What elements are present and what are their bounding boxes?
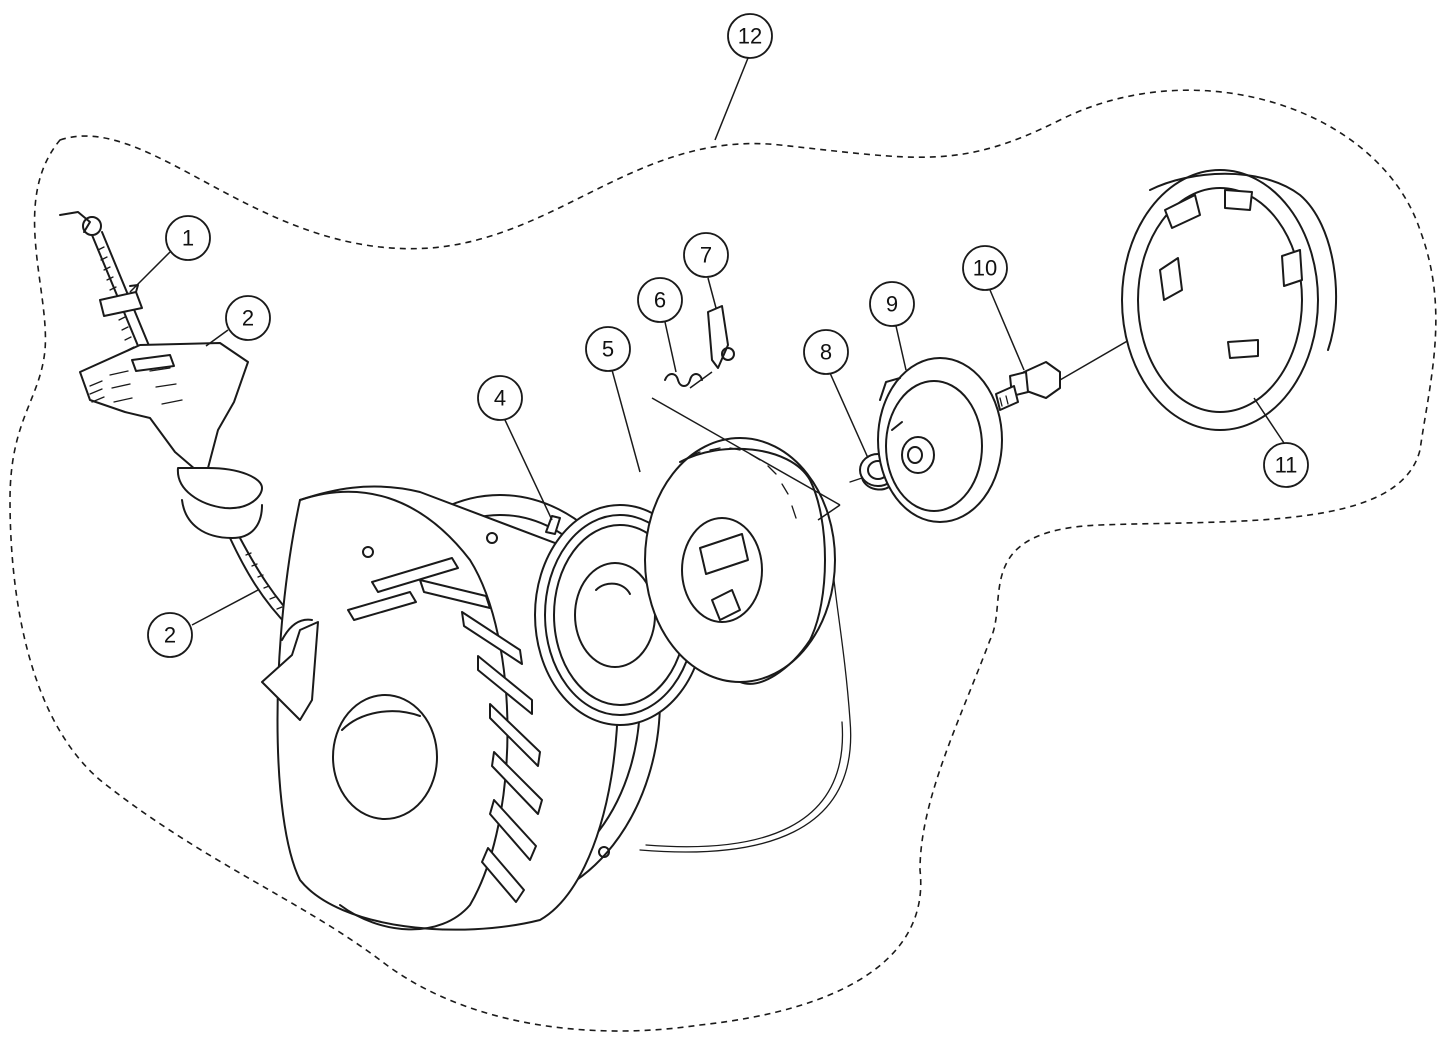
- callout-1-label: 1: [182, 226, 194, 251]
- leader-2-rope: [191, 589, 259, 626]
- leader-6: [664, 321, 677, 373]
- leader-5: [611, 369, 641, 473]
- leader-9: [895, 325, 907, 371]
- reel-pulley: [644, 437, 841, 685]
- leader-7: [707, 277, 717, 309]
- callout-7-label: 7: [700, 243, 712, 268]
- callout-7: 7: [683, 232, 729, 278]
- callout-11: 11: [1263, 442, 1309, 488]
- callout-2-rope: 2: [147, 612, 193, 658]
- friction-plate: [877, 357, 1003, 523]
- leader-4: [504, 419, 553, 521]
- callout-8-label: 8: [820, 340, 832, 365]
- callout-2-rope-label: 2: [164, 623, 176, 648]
- callout-2-handle-label: 2: [242, 306, 254, 331]
- starter-pulley-cup: [1121, 169, 1338, 431]
- leader-2-handle: [205, 329, 229, 347]
- callout-12: 12: [727, 13, 773, 59]
- callout-4-label: 4: [494, 386, 506, 411]
- callout-6-label: 6: [654, 288, 666, 313]
- leader-1: [129, 251, 171, 293]
- callout-5-label: 5: [602, 337, 614, 362]
- leader-10: [989, 289, 1025, 371]
- callout-5: 5: [585, 326, 631, 372]
- callout-2-handle: 2: [225, 295, 271, 341]
- leader-12: [714, 57, 749, 141]
- starter-handle: [79, 342, 263, 539]
- callout-12-label: 12: [738, 24, 762, 49]
- callout-1: 1: [165, 215, 211, 261]
- callout-10: 10: [962, 245, 1008, 291]
- callout-9: 9: [869, 281, 915, 327]
- callout-4: 4: [477, 375, 523, 421]
- leader-11: [1253, 397, 1285, 444]
- callout-11-label: 11: [1275, 453, 1298, 478]
- callout-6: 6: [637, 277, 683, 323]
- callout-9-label: 9: [886, 292, 898, 317]
- ratchet-spring: [651, 373, 841, 506]
- assembly-boundary: [9, 89, 1437, 1032]
- callout-10-label: 10: [973, 256, 997, 281]
- callout-8: 8: [803, 329, 849, 375]
- leader-8: [829, 372, 869, 459]
- ratchet-pawl: [689, 305, 735, 389]
- center-bolt: [995, 269, 1251, 411]
